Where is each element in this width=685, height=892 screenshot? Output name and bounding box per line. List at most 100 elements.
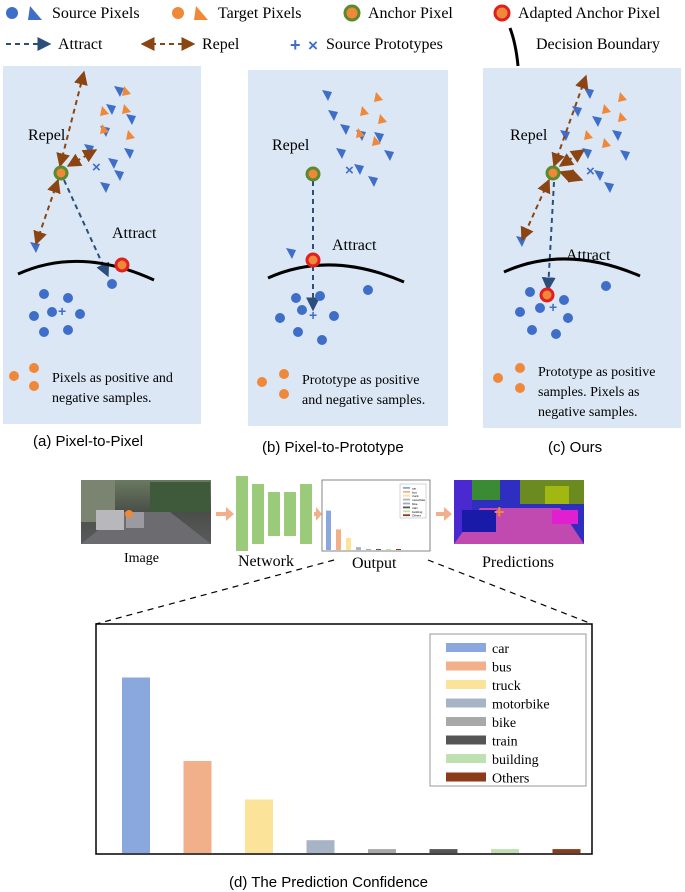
panel-c-adapted-anchor [539, 287, 555, 303]
panel-b-attract-label: Attract [332, 237, 377, 254]
panel-a-prototype-cross-icon: × [92, 159, 101, 176]
chart-title: (d) The Prediction Confidence [229, 874, 428, 891]
adapted-anchor-pixel-icon [493, 4, 511, 22]
panel-a-source-circles [29, 279, 117, 337]
panel-b-caption: (b) Pixel-to-Prototype [262, 439, 404, 456]
source-pixel-circle-icon [6, 7, 18, 19]
legend-repel: Repel [202, 36, 240, 53]
pipeline-predictions-label: Predictions [482, 554, 554, 571]
legend-target-pixels: Target Pixels [218, 5, 301, 22]
panel-c-prototype-cross-icon: × [586, 163, 595, 180]
mini-legend-swatch-bus [403, 490, 410, 493]
prediction-marker-icon: + [494, 502, 505, 522]
pipeline: + Image Network carbustruckmotorbikebike… [81, 476, 584, 572]
legend-swatch-others [446, 772, 486, 782]
bar-bike [368, 849, 396, 853]
panel-b: × Repel Attract + Prototype as positive … [248, 70, 448, 456]
mini-legend-label-train: train [412, 506, 418, 510]
panel-c-source-circles [515, 281, 611, 339]
legend-decision-boundary: Decision Boundary [536, 36, 660, 53]
mini-legend-swatch-train [403, 506, 410, 509]
panel-c-note-line1: Prototype as positive [538, 365, 655, 380]
bar-train [429, 849, 458, 853]
bar-building [491, 849, 519, 853]
arrow-right-icon [314, 507, 322, 521]
panel-c-note-line3: negative samples. [538, 405, 638, 420]
panel-a-attract-label: Attract [112, 225, 157, 242]
panel-c-decision-boundary [503, 257, 641, 278]
panel-a-target-triangles [100, 86, 135, 140]
mini-bar-motorbike [356, 547, 361, 550]
panel-b-note-line1: Prototype as positive [302, 373, 419, 388]
decision-boundary-icon [508, 27, 520, 67]
mini-legend-swatch-car [403, 487, 410, 489]
bar-motorbike [306, 840, 335, 853]
legend: Source Pixels Target Pixels Anchor Pixel… [6, 4, 661, 67]
legend-source-prototypes: Source Prototypes [326, 36, 443, 53]
zoom-line-left [95, 559, 335, 625]
bar-others [552, 849, 581, 853]
legend-adapted-anchor-pixel: Adapted Anchor Pixel [518, 5, 661, 22]
panel-b-decision-boundary [267, 263, 405, 284]
mini-bar-building [386, 549, 391, 550]
arrow-right-icon [436, 507, 452, 521]
target-pixel-circle-icon [172, 7, 184, 19]
bar-bus [183, 761, 212, 853]
panel-a-adapted-anchor [114, 257, 130, 273]
bar-truck [245, 799, 273, 853]
mini-legend-swatch-truck [403, 494, 410, 497]
mini-legend-label-bus: bus [412, 490, 417, 494]
panel-a-note-line2: negative samples. [52, 391, 152, 406]
panel-a-note-line1: Pixels as positive and [52, 371, 173, 386]
street-image-thumbnail: + [81, 480, 211, 544]
mini-bar-truck [346, 538, 351, 550]
panel-a-decision-boundary [17, 259, 155, 282]
panel-c-caption: (c) Ours [548, 439, 602, 456]
legend-swatch-motorbike [446, 698, 486, 708]
arrow-right-icon [216, 507, 234, 521]
panel-b-source-circles [275, 285, 373, 345]
mini-legend-label-bike: bike [412, 502, 418, 506]
panel-b-adapted-anchor [305, 252, 321, 268]
mini-output-chart: carbustruckmotorbikebiketrainbuildingOth… [321, 479, 431, 552]
legend-label-train: train [492, 735, 518, 750]
legend-anchor-pixel: Anchor Pixel [368, 5, 453, 22]
panel-b-prototype-cross-icon: × [345, 162, 354, 179]
legend-label-bus: bus [492, 661, 511, 676]
segmentation-prediction-thumbnail: + [454, 480, 584, 544]
prediction-confidence-chart: carbustruckmotorbikebiketrainbuildingOth… [95, 623, 593, 855]
panel-c-repel-label: Repel [510, 127, 548, 144]
legend-label-truck: truck [492, 679, 521, 694]
pipeline-network-label: Network [238, 553, 294, 570]
panel-c-prototype-plus-icon: + [549, 299, 557, 315]
panel-a: × Repel Attract + Pixels as positive and… [3, 66, 201, 450]
panel-b-target-triangles [356, 92, 387, 146]
panel-c: × Repel Attract + Prototype as positive … [483, 68, 681, 456]
mini-legend-label-building: building [412, 510, 423, 514]
panel-c-note-line2: samples. Pixels as [538, 385, 640, 400]
svg-text:+: + [126, 508, 133, 522]
mini-legend-label-motorbike: motorbike [412, 498, 426, 502]
legend-attract: Attract [58, 36, 103, 53]
panel-a-repel-label: Repel [28, 127, 66, 144]
mini-legend-label-others: Others [412, 514, 422, 518]
legend-swatch-truck [446, 680, 486, 689]
legend-swatch-building [446, 754, 486, 763]
panel-b-note-circles [257, 369, 289, 399]
panel-c-anchor-pixel [545, 165, 561, 181]
panel-a-anchor-pixel [53, 165, 69, 181]
pipeline-output-label: Output [352, 555, 397, 572]
panel-a-note-circles [9, 363, 39, 391]
prototype-cross-icon: × [308, 36, 318, 55]
panel-a-prototype-plus-icon: + [58, 303, 66, 319]
zoom-line-right [427, 559, 593, 625]
pipeline-image-label: Image [124, 551, 159, 566]
legend-label-car: car [492, 642, 509, 657]
mini-legend-label-truck: truck [412, 494, 419, 498]
network-icon [236, 476, 312, 551]
mini-legend-swatch-bike [403, 502, 410, 505]
mini-bar-bus [336, 529, 341, 550]
panel-c-target-triangles [584, 92, 627, 148]
mini-legend-swatch-building [403, 510, 410, 513]
